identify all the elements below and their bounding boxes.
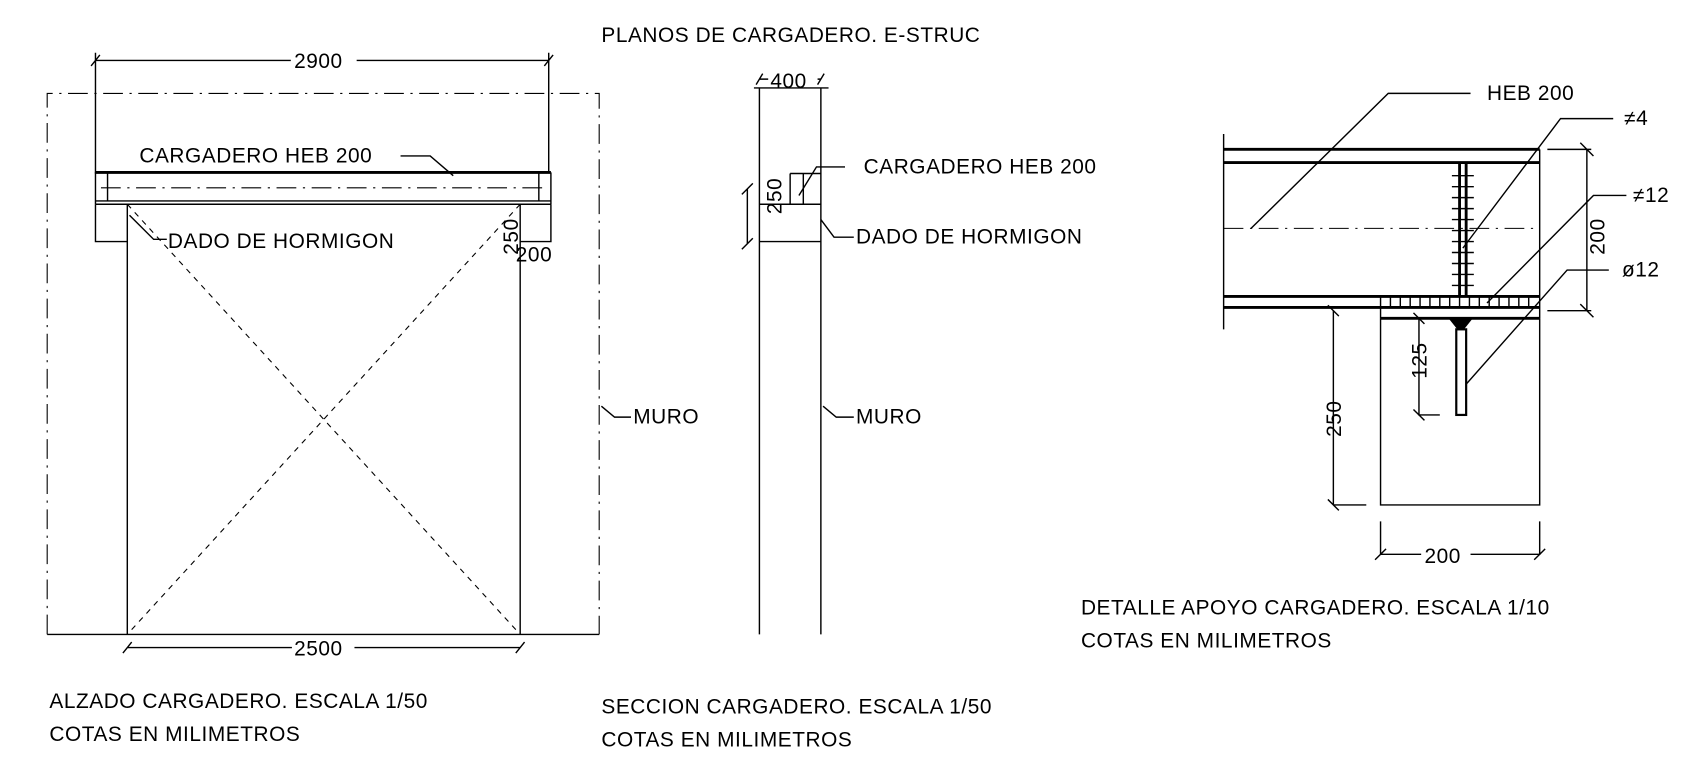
- wall-leader: [600, 405, 632, 418]
- svg-text:200: 200: [1424, 545, 1460, 568]
- heb-leader: [1250, 92, 1471, 229]
- anchor-bolt: [1455, 328, 1468, 417]
- opening-diagonals: [126, 203, 521, 635]
- svg-text:125: 125: [1409, 342, 1432, 378]
- beam-label: CARGADERO HEB 200: [139, 145, 372, 168]
- base-plate: [1379, 296, 1540, 320]
- svg-text:250: 250: [763, 178, 786, 214]
- dado-label: DADO DE HORMIGON: [168, 230, 394, 253]
- heb-flanges: [1223, 147, 1540, 309]
- heb-label: HEB 200: [1487, 82, 1574, 105]
- dim-dado-200: 200: [1374, 521, 1546, 568]
- svg-text:2500: 2500: [294, 637, 343, 660]
- detail-view: 200 250 125 200 HEB 200 ≠4 ≠12 ø12 DETAL…: [1081, 82, 1669, 653]
- beam-leader: [400, 155, 454, 177]
- dado-leader: [128, 214, 167, 241]
- dim-2500: 2500: [122, 637, 526, 660]
- svg-text:400: 400: [770, 70, 806, 93]
- dim-2900: 2900: [90, 50, 554, 174]
- section-caption: SECCION CARGADERO. ESCALA 1/50: [601, 695, 992, 718]
- detail-units: COTAS EN MILIMETROS: [1081, 630, 1332, 653]
- dim-bolt-125: 125: [1409, 312, 1440, 421]
- section-beam-label: CARGADERO HEB 200: [864, 156, 1097, 179]
- dim-beam-200: 200: [1547, 142, 1609, 318]
- bolt-leader: [1465, 269, 1609, 385]
- elevation-caption: ALZADO CARGADERO. ESCALA 1/50: [49, 690, 428, 713]
- elevation-view: 2900 CARGADERO HEB 200 DADO DE HORMIGON …: [46, 50, 699, 746]
- plate-label: ≠12: [1633, 184, 1669, 207]
- section-wall-leader: [822, 405, 854, 418]
- svg-text:200: 200: [1586, 218, 1609, 254]
- elevation-units: COTAS EN MILIMETROS: [49, 723, 300, 746]
- stiffener-leader: [1462, 117, 1614, 249]
- section-wall-label: MURO: [856, 406, 922, 429]
- section-units: COTAS EN MILIMETROS: [601, 728, 852, 751]
- weld-marks: [1451, 174, 1474, 287]
- concrete-dados: [94, 204, 552, 243]
- dim-dado-width: 200: [516, 243, 552, 266]
- concrete-dado: [1379, 318, 1541, 506]
- bolt-label: ø12: [1622, 259, 1660, 282]
- detail-caption: DETALLE APOYO CARGADERO. ESCALA 1/10: [1081, 597, 1550, 620]
- section-dado-leader: [820, 219, 854, 238]
- section-beam-leader: [798, 166, 846, 196]
- svg-text:250: 250: [1323, 400, 1346, 436]
- opening-jambs: [126, 204, 521, 635]
- stiffener-plate: [1458, 162, 1468, 297]
- lintel-beam: [94, 170, 552, 205]
- dim-dado-250: 250: [1323, 304, 1367, 511]
- wall-outline: [46, 92, 600, 635]
- plate-leader: [1486, 194, 1627, 304]
- svg-text:2900: 2900: [294, 50, 343, 73]
- dim-dado-height: 250: [500, 218, 523, 254]
- section-dado-label: DADO DE HORMIGON: [856, 226, 1082, 249]
- wall-label: MURO: [633, 406, 699, 429]
- section-view: 400 250 CARGADERO HEB 200 DADO DE HORMIG…: [601, 70, 1096, 751]
- beam-section: [789, 172, 821, 205]
- bolt-weld: [1448, 318, 1473, 330]
- dim-section-250: 250: [741, 178, 786, 250]
- wall-section: [753, 87, 829, 635]
- drawing-title: PLANOS DE CARGADERO. E-STRUC: [601, 24, 980, 47]
- dim-400: 400: [755, 70, 825, 93]
- stiffener-label: ≠4: [1624, 107, 1648, 130]
